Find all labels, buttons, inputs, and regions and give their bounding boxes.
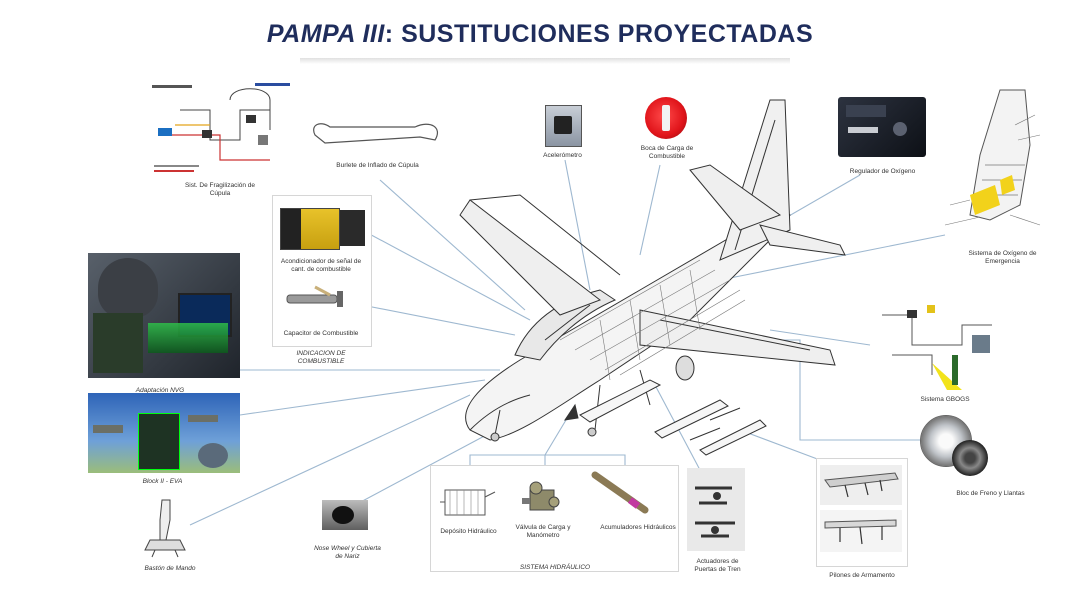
- leader-pylons: [739, 429, 821, 461]
- emergency-oxygen-drawing: [940, 85, 1052, 245]
- block2-label: Block II - EVA: [142, 478, 183, 485]
- gbgs-label: Sistema GBOGS: [920, 396, 970, 403]
- hyd-valve-label: Válvula de Carga y Manómetro: [515, 524, 571, 539]
- oxygen-regulator-photo: [838, 97, 926, 157]
- fuel-signal-label: Acondicionador de señal de cant. de comb…: [280, 258, 362, 273]
- fuel-cap-photo: [645, 97, 687, 139]
- gear-actuators-photo: [687, 468, 745, 551]
- nvg-label: Adaptación NVG: [135, 387, 185, 394]
- block2-photo: [88, 393, 240, 473]
- accelerometer-label: Acelerómetro: [543, 152, 582, 159]
- hyd-accum-label: Acumuladores Hidráulicos: [600, 524, 676, 531]
- hydraulic-system-box: [430, 465, 679, 572]
- fuel-signal-photo-dark: [340, 210, 365, 246]
- pylons-label: Pilones de Armamento: [829, 572, 895, 579]
- gear-actuators-label: Actuadores de Puertas de Tren: [694, 558, 741, 573]
- leader-gbgs: [769, 329, 871, 346]
- fuel-cap-label: Boca de Carga de Combustible: [640, 145, 694, 160]
- brakes-label: Bloc de Freno y Llantas: [956, 490, 1025, 497]
- canopy-fog-label: Sist. De Fragilización de Cúpula: [184, 182, 256, 197]
- gbgs-drawing: [872, 295, 1002, 395]
- leader-emergency-oxygen: [719, 234, 946, 281]
- nose-wheel-photo: [322, 500, 368, 530]
- canopy-seal-label: Burlete de Inflado de Cúpula: [336, 162, 419, 169]
- brakes-photo: [920, 415, 990, 477]
- hyd-system-label: SISTEMA HIDRÁULICO: [519, 564, 591, 571]
- control-stick-drawing: [140, 495, 190, 560]
- fuel-signal-photo: [280, 208, 340, 250]
- pylons-photo-bottom: [820, 510, 902, 552]
- title-suffix: : SUSTITUCIONES PROYECTADAS: [384, 20, 814, 48]
- leader-fuel-capacitor: [361, 304, 516, 336]
- page-title: PAMPA III: SUSTITUCIONES PROYECTADAS: [0, 20, 1080, 49]
- hyd-tank-drawing: [435, 482, 500, 522]
- nose-wheel-label: Nose Wheel y Cubierta de Nariz: [314, 545, 381, 560]
- canopy-seal-drawing: [305, 115, 445, 155]
- leader-accelerometer: [564, 159, 591, 291]
- oxygen-regulator-label: Regulador de Oxígeno: [849, 168, 916, 175]
- hyd-valve-photo: [518, 480, 568, 520]
- canopy-fog-schematic: [150, 80, 295, 180]
- hyd-accum-photo: [590, 470, 660, 520]
- leader-canopy-seal: [379, 179, 526, 311]
- hyd-tank-label: Depósito Hidráulico: [440, 528, 497, 535]
- fuel-capacitor-photo: [285, 285, 355, 313]
- leader-block2: [239, 379, 486, 416]
- fuel-capacitor-label: Capacitor de Combustible: [283, 330, 359, 337]
- title-prefix: PAMPA III: [266, 20, 385, 48]
- nvg-photo: [88, 253, 240, 378]
- aircraft-cutaway: [459, 99, 846, 456]
- leader-fuel-cap: [639, 164, 661, 256]
- title-underline: [300, 58, 790, 64]
- pylons-photo-top: [820, 465, 902, 505]
- leader-fuel-signal: [361, 229, 531, 321]
- leader-control-stick: [189, 394, 471, 526]
- fuel-indication-label: INDICACION DE COMBUSTIBLE: [296, 350, 346, 365]
- control-stick-label: Bastón de Mando: [144, 565, 196, 572]
- emergency-oxygen-label: Sistema de Oxígeno de Emergencia: [968, 250, 1037, 265]
- accelerometer-photo: [545, 105, 582, 147]
